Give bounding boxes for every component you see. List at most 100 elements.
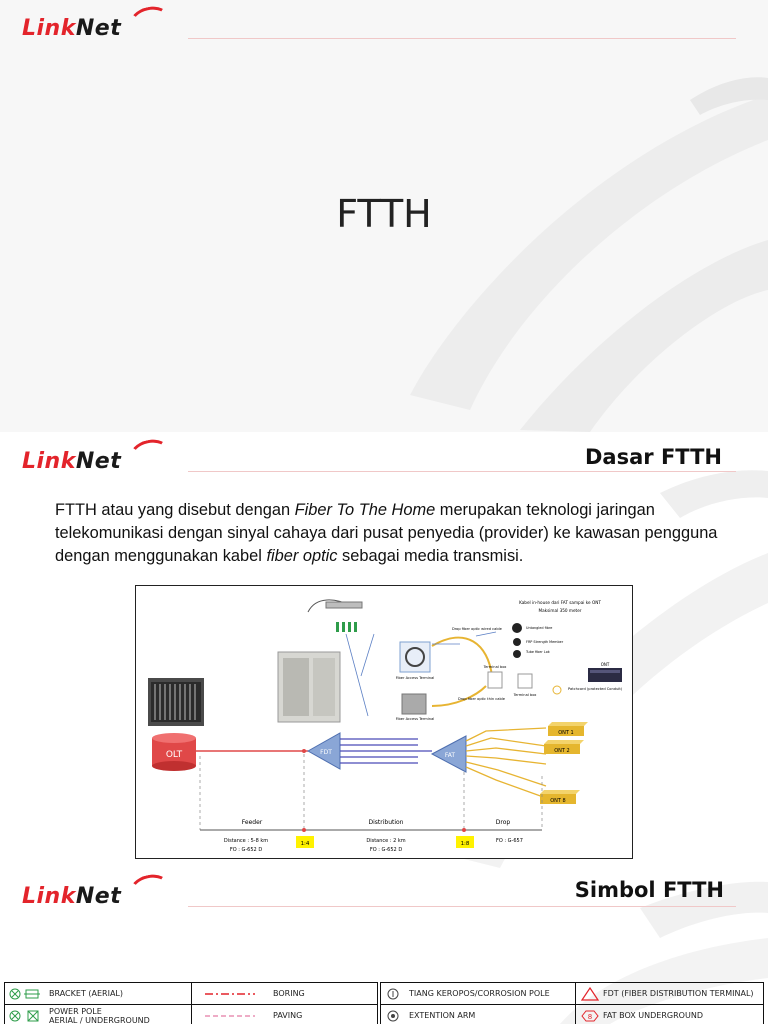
legend-row-power-pole: POWER POLE AERIAL / UNDERGROUND PAVING [5, 1005, 377, 1024]
inhouse-note-1: Kabel in-house dari FAT sampai ke ONT [519, 600, 601, 605]
legend-table-left: BRACKET (AERIAL) BORING POWER POLE AERIA… [4, 982, 378, 1024]
distribution-label: Distribution [368, 819, 403, 826]
logo-net-text: Net [75, 16, 122, 41]
drop-wire-label-1: Drop fiber optic wired cable [452, 627, 503, 631]
ont-device-label: ONT [601, 662, 610, 667]
odc-cabinet-image [277, 651, 341, 723]
legend-table-right: TIANG KEROPOS/CORROSION POLE FDT (FIBER … [380, 982, 764, 1024]
fat-label: FAT [445, 752, 456, 759]
power-pole-icon [9, 1005, 45, 1024]
fdt-triangle-icon: FDT [306, 732, 341, 770]
terminal-box-1-label: Terminal box [483, 665, 508, 669]
bracket-icon [9, 983, 45, 1004]
logo-net-text: Net [75, 449, 122, 474]
para-text-2: merupakan teknologi jaringan telekomunik… [55, 501, 718, 565]
ont-8-box: ONT 8 [540, 790, 580, 804]
ont-2-label: ONT 2 [554, 748, 570, 754]
ont-8-label: ONT 8 [550, 798, 566, 804]
callout-arrows [345, 631, 497, 717]
extension-arm-icon [387, 1005, 399, 1024]
fat-box-label: FAT BOX UNDERGROUND [603, 1011, 703, 1020]
header-rule [188, 906, 736, 907]
ratio-1-badge: 1:4 [296, 836, 314, 848]
cable-cross-section-icon: Untangled fibre FRP Strength Member Tube… [512, 623, 564, 658]
ratio-2-badge: 1:8 [456, 836, 474, 848]
feeder-fo: FO : G-652 D [230, 847, 262, 853]
fdt-label: FDT [320, 749, 332, 756]
para-text-3: sebagai media transmisi. [337, 547, 524, 565]
boring-label: BORING [273, 989, 305, 998]
ftth-architecture-diagram: OLT FDT FAT [135, 585, 633, 859]
feeder-distance: Distance : 5-8 km [224, 838, 268, 844]
dist-distance: Distance : 2 km [366, 838, 405, 844]
legend-row-extension: EXTENTION ARM 8 FAT BOX UNDERGROUND [381, 1005, 763, 1024]
fdt-legend-label: FDT (FIBER DISTRIBUTION TERMINAL) [603, 989, 754, 998]
slide-title-simbol: Simbol FTTH [574, 878, 724, 902]
dist-fo: FO : G-652 D [370, 847, 402, 853]
fat-code-label: 8 [588, 1013, 592, 1021]
olt-cylinder-icon: OLT [152, 733, 196, 771]
segment-dividers [199, 754, 543, 830]
drop-label: Drop [496, 819, 511, 826]
ont-device-image: ONT [588, 662, 622, 682]
olt-rack-image [148, 678, 204, 726]
paving-label: PAVING [273, 1011, 303, 1020]
fiber-box-label: Fiber Access Terminal [396, 676, 435, 680]
ratio-2-label: 1:8 [461, 841, 470, 847]
olt-label: OLT [166, 750, 183, 760]
linknet-logo: LinkNet [22, 871, 173, 909]
ont-2-box: ONT 2 [544, 740, 584, 754]
cable-legend-a: Untangled fibre [526, 626, 552, 630]
patchcord-label: Patchcord (protected Conduit) [568, 687, 623, 691]
ont-1-box: ONT 1 [548, 722, 588, 736]
ftth-definition: FTTH atau yang disebut dengan Fiber To T… [55, 499, 765, 568]
fat-box-symbol-icon: 8 [581, 1005, 599, 1024]
slide-title-ftth: FTTH [336, 192, 432, 236]
splitter-image [307, 599, 363, 632]
logo-arc-icon [127, 871, 173, 907]
drop-lines [465, 727, 547, 799]
power-pole-label-2: AERIAL / UNDERGROUND [49, 1015, 150, 1024]
fiber-access-terminal-image: Fiber Access Terminal Fiber Access Termi… [396, 641, 435, 721]
cable-legend-b: FRP Strength Member [526, 640, 564, 644]
inhouse-note-2: Maksimal 350 meter [538, 608, 581, 613]
linknet-logo: LinkNet [22, 436, 173, 474]
slide-2: LinkNet Dasar FTTH FTTH atau yang disebu… [0, 433, 768, 868]
ont-1-label: ONT 1 [558, 730, 574, 736]
drop-fo: FO : G-657 [496, 838, 523, 844]
patchcord-icon: Patchcord (protected Conduit) [552, 685, 623, 695]
logo-arc-icon [127, 3, 173, 39]
power-pole-label-1: POWER POLE [49, 1006, 102, 1016]
header-rule [188, 38, 736, 39]
bracket-label: BRACKET (AERIAL) [49, 989, 123, 998]
distribution-lines [340, 738, 432, 764]
fiber-access-label-2: Fiber Access Terminal [396, 717, 435, 721]
terminal-box-2-label: Terminal box [513, 693, 538, 697]
logo-link-text: Link [22, 884, 76, 909]
slide-3: LinkNet Simbol FTTH BRACKET (AERIAL) BOR… [0, 868, 768, 1024]
ratio-1-label: 1:4 [301, 841, 310, 847]
paving-line-icon [205, 1005, 255, 1024]
corrosion-pole-icon [387, 983, 399, 1004]
header-rule [188, 471, 736, 472]
terminal-box-2: Terminal box [513, 673, 538, 697]
slide-1: LinkNet FTTH [0, 0, 768, 432]
logo-link-text: Link [22, 449, 76, 474]
terminal-box-1: Terminal box [483, 665, 508, 689]
drop-wire-label-2: Drop fiber optic thin cable [458, 697, 506, 701]
ext-arm-label: EXTENTION ARM [409, 1011, 476, 1020]
logo-net-text: Net [75, 884, 122, 909]
cable-legend-c: Tube fiber Lok [525, 650, 550, 654]
logo-arc-icon [127, 436, 173, 472]
logo-link-text: Link [22, 16, 76, 41]
legend-row-tiang: TIANG KEROPOS/CORROSION POLE FDT (FIBER … [381, 983, 763, 1005]
power-pole-label: POWER POLE AERIAL / UNDERGROUND [49, 1005, 150, 1024]
legend-row-bracket: BRACKET (AERIAL) BORING [5, 983, 377, 1005]
linknet-logo: LinkNet [22, 3, 173, 41]
fdt-triangle-symbol-icon [581, 983, 599, 1004]
tiang-label: TIANG KEROPOS/CORROSION POLE [409, 989, 550, 998]
feeder-label: Feeder [242, 819, 263, 826]
para-text-1: FTTH atau yang disebut dengan [55, 501, 295, 519]
fat-triangle-icon: FAT [430, 735, 467, 773]
boring-line-icon [205, 983, 255, 1004]
